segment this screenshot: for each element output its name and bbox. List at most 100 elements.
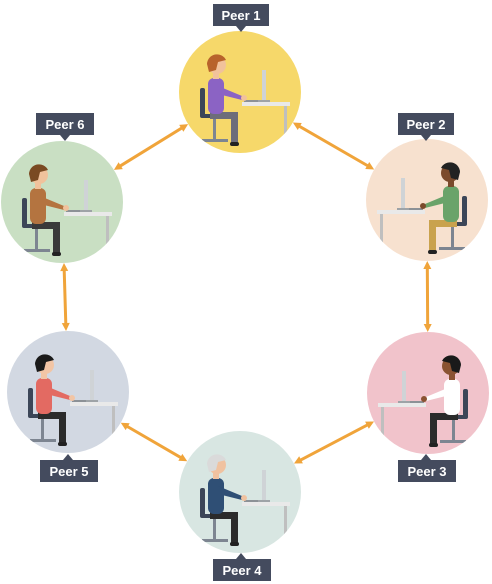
person-hand <box>420 203 426 209</box>
chair-post <box>213 118 216 140</box>
person-legs <box>210 512 238 544</box>
person-shoe <box>230 542 239 546</box>
person-neck <box>35 182 41 189</box>
desk <box>64 212 112 216</box>
desk-leg <box>112 406 115 446</box>
person-arm <box>40 196 64 210</box>
desk-leg <box>106 216 109 256</box>
person-neck <box>448 180 454 187</box>
person-shoe <box>230 142 239 146</box>
chair-post <box>41 418 44 440</box>
peer-label-6: Peer 6 <box>36 113 94 141</box>
person-legs <box>429 220 457 252</box>
person-hair <box>29 164 48 182</box>
chair-back <box>22 198 27 228</box>
chair-back <box>462 196 467 226</box>
desk <box>378 403 426 407</box>
chair-base <box>439 247 465 250</box>
peer-label-5-text: Peer 5 <box>49 464 88 479</box>
person-legs <box>38 412 66 444</box>
person-torso <box>208 78 224 114</box>
person-neck <box>213 72 219 79</box>
person-arm <box>218 86 242 100</box>
person-hair <box>35 354 54 372</box>
monitor <box>90 370 94 402</box>
person-neck <box>213 472 219 479</box>
chair-base <box>440 440 466 443</box>
person-neck <box>449 373 455 380</box>
chair-base <box>30 439 56 442</box>
keyboard <box>244 100 258 102</box>
keyboard <box>66 210 80 212</box>
workstation-illustration <box>200 454 290 546</box>
arrow-peer-6-to-1 <box>113 124 189 170</box>
peer-background-circle <box>367 332 489 454</box>
person-hair <box>442 355 461 373</box>
peer-background-circle <box>366 139 488 261</box>
person-hair <box>207 454 226 472</box>
peer-node-3 <box>367 332 489 454</box>
person-shoe <box>428 250 437 254</box>
person-legs <box>210 112 238 144</box>
peer-label-2-text: Peer 2 <box>406 117 445 132</box>
peer-label-3: Peer 3 <box>398 454 456 482</box>
person-torso <box>443 186 459 222</box>
peer-label-6-text: Peer 6 <box>45 117 84 132</box>
person-arm <box>46 386 70 400</box>
person-torso <box>444 379 460 415</box>
arrow-peer-5-to-6 <box>60 263 70 331</box>
person-torso <box>30 188 46 224</box>
desk-leg <box>284 506 287 546</box>
person-hair <box>207 54 226 72</box>
peer-node-6 <box>1 141 123 263</box>
person-hair <box>441 162 460 180</box>
chair-post <box>35 228 38 250</box>
peer-node-2 <box>366 139 488 261</box>
peer-node-5 <box>7 331 129 453</box>
desk <box>242 102 290 106</box>
chair-back <box>28 388 33 418</box>
workstation-illustration <box>22 164 112 256</box>
monitor <box>401 178 405 210</box>
person-legs <box>32 222 60 254</box>
monitor <box>402 371 406 403</box>
monitor-stand <box>86 400 98 402</box>
peer-label-4-text: Peer 4 <box>222 563 262 578</box>
chair-back <box>200 88 205 118</box>
peer-node-1 <box>179 31 301 153</box>
monitor-stand <box>258 500 270 502</box>
arrow-peer-3-to-4 <box>293 421 375 464</box>
chair-back <box>200 488 205 518</box>
peer-background-circle <box>7 331 129 453</box>
peer-background-circle <box>179 431 301 553</box>
peer-label-4: Peer 4 <box>213 553 271 581</box>
monitor <box>84 180 88 212</box>
peer-background-circle <box>1 141 123 263</box>
person-arm <box>218 486 242 500</box>
workstation-illustration <box>377 162 467 254</box>
peer-label-2: Peer 2 <box>398 113 454 141</box>
person-shoe <box>52 252 61 256</box>
chair-back <box>463 389 468 419</box>
monitor <box>262 470 266 502</box>
desk <box>242 502 290 506</box>
person-hand <box>241 495 247 501</box>
peer-label-3-text: Peer 3 <box>407 464 446 479</box>
connection-arrows <box>60 122 432 464</box>
desk-leg <box>380 214 383 254</box>
person-hand <box>241 95 247 101</box>
workstation-illustration <box>200 54 290 146</box>
desk-leg <box>381 407 384 447</box>
peer-label-1-text: Peer 1 <box>221 8 260 23</box>
chair-post <box>452 419 455 441</box>
peer-background-circle <box>179 31 301 153</box>
chair-post <box>451 226 454 248</box>
monitor-stand <box>398 401 410 403</box>
desk <box>377 210 425 214</box>
keyboard <box>72 400 86 402</box>
chair-post <box>213 518 216 540</box>
person-arm <box>425 194 449 208</box>
person-torso <box>36 378 52 414</box>
monitor-stand <box>258 100 270 102</box>
